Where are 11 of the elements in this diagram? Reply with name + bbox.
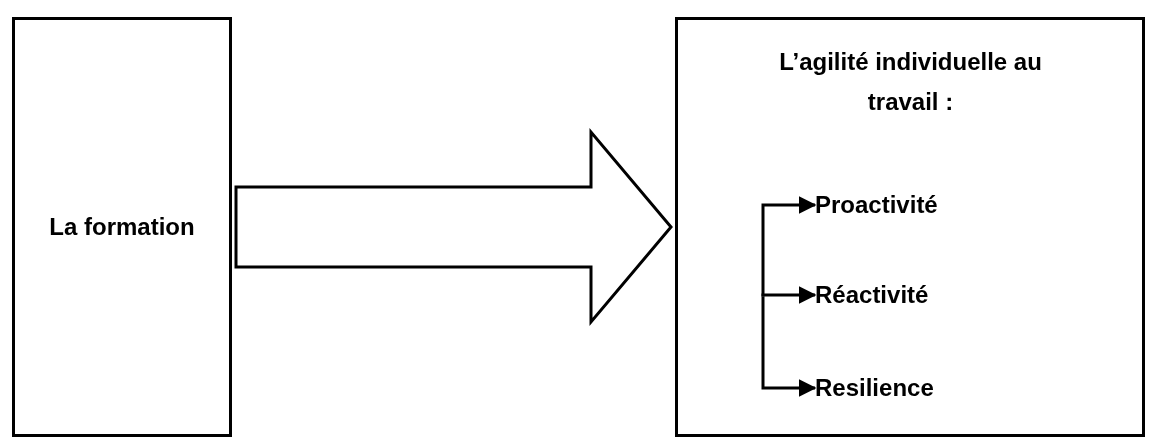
list-item-text: Proactivité <box>815 190 975 220</box>
arrow <box>761 286 817 304</box>
process-box <box>12 17 232 437</box>
block-arrow <box>234 127 673 327</box>
list-item-text: Resilience <box>815 373 975 403</box>
list-item-text: Réactivité <box>815 280 975 310</box>
arrow <box>761 296 817 397</box>
box-heading: L’agilité individuelle au travail : <box>778 47 1043 117</box>
box-label: La formation <box>49 212 195 242</box>
process-box <box>675 17 1145 437</box>
arrow <box>761 196 817 297</box>
